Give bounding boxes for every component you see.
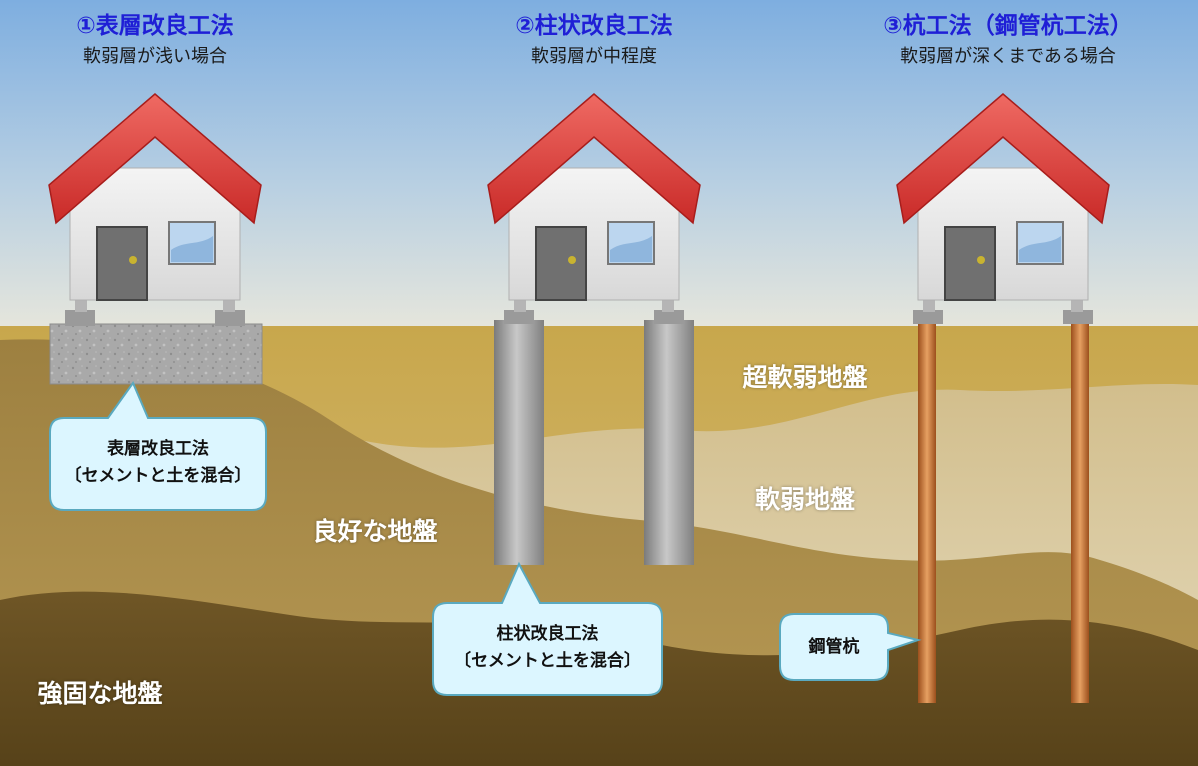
door-knob bbox=[129, 256, 137, 264]
callout-column-line2: 〔セメントと土を混合〕 bbox=[454, 651, 641, 671]
callout-surface-text: 表層改良工法 〔セメントと土を混合〕 bbox=[50, 436, 266, 490]
house-2 bbox=[487, 93, 701, 324]
door-knob bbox=[568, 256, 576, 264]
steel-pipe-pile-right bbox=[1071, 318, 1089, 703]
callout-surface-line2: 〔セメントと土を混合〕 bbox=[64, 466, 252, 486]
ground-label-strong: 強固な地盤 bbox=[37, 679, 163, 708]
house-1 bbox=[48, 93, 262, 326]
callout-column-line1: 柱状改良工法 bbox=[496, 624, 599, 644]
house-roof bbox=[896, 93, 1110, 225]
method-3-subtitle: 軟弱層が深くまである場合 bbox=[900, 46, 1116, 67]
method-2-title: ②柱状改良工法 bbox=[515, 13, 673, 39]
foundation-block bbox=[504, 310, 534, 324]
callout-pile-text: 鋼管杭 bbox=[808, 637, 860, 657]
ground-label-very-soft: 超軟弱地盤 bbox=[742, 363, 868, 392]
callout-pile-bubble bbox=[779, 613, 922, 681]
foundation-block bbox=[215, 310, 245, 326]
callout-surface-bubble bbox=[49, 380, 267, 511]
house-roof bbox=[48, 93, 262, 225]
house-door bbox=[944, 226, 996, 301]
callout-column-bubble bbox=[432, 561, 663, 696]
surface-improvement-slab bbox=[49, 323, 263, 385]
ground-label-soft: 軟弱地盤 bbox=[754, 485, 855, 514]
method-1-subtitle: 軟弱層が浅い場合 bbox=[83, 46, 227, 67]
improvement-column-right bbox=[644, 320, 694, 565]
callout-column-text: 柱状改良工法 〔セメントと土を混合〕 bbox=[433, 621, 662, 675]
door-knob bbox=[977, 256, 985, 264]
foundation-block bbox=[1063, 310, 1093, 324]
window-reflection bbox=[1019, 236, 1061, 262]
house-door bbox=[96, 226, 148, 301]
callout-surface-line1: 表層改良工法 bbox=[107, 439, 209, 459]
house-3 bbox=[896, 93, 1110, 324]
house-door bbox=[535, 226, 587, 301]
ground-label-good: 良好な地盤 bbox=[312, 517, 438, 546]
window-reflection bbox=[610, 236, 652, 262]
window-reflection bbox=[171, 236, 213, 262]
foundation-block bbox=[913, 310, 943, 324]
foundation-block bbox=[65, 310, 95, 326]
house-roof bbox=[487, 93, 701, 225]
method-1-title: ①表層改良工法 bbox=[76, 13, 234, 39]
steel-pipe-pile-left bbox=[918, 318, 936, 703]
improvement-column-left bbox=[494, 320, 544, 565]
method-3-title: ③杭工法（鋼管杭工法） bbox=[883, 13, 1133, 39]
foundation-block bbox=[654, 310, 684, 324]
method-2-subtitle: 軟弱層が中程度 bbox=[531, 46, 657, 67]
